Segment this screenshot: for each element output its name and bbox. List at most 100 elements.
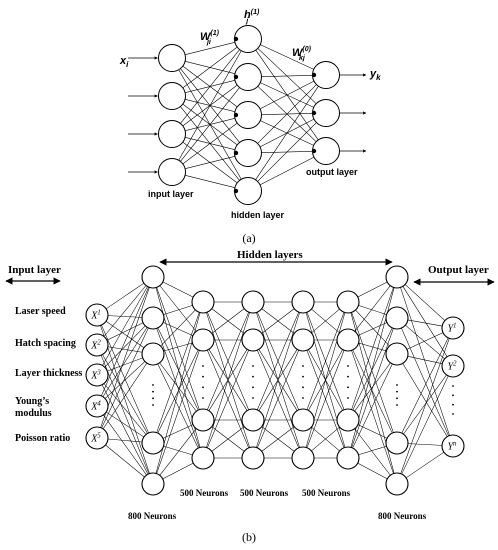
hidden-layers-heading: Hidden layers [237, 249, 303, 261]
layer-connection [400, 287, 450, 436]
layer-connection [103, 383, 147, 435]
layer-connection [354, 362, 391, 412]
layer-connection [162, 462, 194, 480]
layer-connection [156, 328, 200, 448]
output-node-label: Y2 [447, 360, 457, 373]
layer-connection [159, 285, 197, 332]
layer-connection [107, 357, 143, 372]
layer-connection [163, 305, 193, 315]
layer-connection [107, 346, 143, 353]
layer-connection [101, 324, 149, 434]
hidden-neuron [336, 408, 360, 432]
ellipsis-dot [252, 397, 254, 399]
ellipsis-dot [347, 386, 349, 389]
connection-input-hidden [185, 174, 235, 189]
junction-dot [233, 74, 239, 80]
ellipsis-dot [396, 397, 398, 400]
output-node-label: Y1 [447, 322, 456, 335]
neurons-label-first-800: 800 Neurons [128, 511, 177, 521]
layer-connection [105, 444, 145, 478]
layer-connection [351, 328, 394, 448]
layer-connection [351, 312, 394, 433]
output-neuron [312, 137, 340, 165]
hidden-neuron [336, 446, 360, 470]
input-neuron [158, 82, 186, 110]
input-node [85, 426, 109, 450]
connection-hidden-output [261, 75, 313, 77]
junction-dot [311, 148, 317, 154]
ellipsis-dot [396, 384, 398, 386]
layer-connection [404, 284, 446, 321]
panel-b-connections [100, 281, 450, 480]
layer-connection [211, 308, 245, 334]
connection-input-hidden [185, 41, 235, 56]
ellipsis-dot [347, 375, 349, 378]
input-layer-heading: Input layer [8, 264, 61, 276]
layer-connection [261, 308, 295, 334]
output-node-label: Yn [447, 440, 457, 453]
ellipsis-dot [302, 397, 304, 399]
layer-connection [306, 312, 345, 410]
connection-hidden-output [255, 86, 319, 180]
input-neuron [158, 44, 186, 72]
hidden-neuron [241, 408, 265, 432]
input-node-label: X4 [90, 400, 101, 413]
hidden-neuron [385, 431, 409, 455]
layer-connection [211, 426, 245, 452]
layer-connection [105, 282, 145, 310]
layer-connection [311, 426, 340, 452]
layer-connection [156, 287, 200, 410]
hidden-neuron [241, 328, 265, 352]
ellipsis-dot [252, 365, 254, 367]
ellipsis-dot [452, 403, 454, 406]
layer-connection [401, 327, 449, 437]
hidden-neuron [191, 290, 215, 314]
feature-laser-speed: Laser speed [15, 306, 66, 317]
ellipsis-dot [347, 365, 349, 367]
connection-input-hidden [178, 50, 242, 161]
ellipsis-dot [202, 386, 204, 389]
layer-connection [354, 428, 391, 476]
hidden-neuron [241, 446, 265, 470]
layer-connection [163, 342, 193, 352]
feature-poisson-ratio: Poisson ratio [15, 433, 70, 444]
layer-connection [357, 281, 388, 298]
connection-input-hidden [180, 49, 240, 124]
layer-connection [261, 426, 295, 452]
hidden-neuron [191, 408, 215, 432]
junction-dot [233, 112, 239, 118]
input-node-label: X1 [90, 309, 101, 322]
layer-connection [354, 285, 391, 332]
layer-connection [102, 354, 148, 434]
input-node-label: X3 [90, 369, 101, 382]
ellipsis-dot [152, 404, 154, 406]
connection-hidden-output [260, 44, 314, 70]
input-node [85, 303, 109, 327]
feature-youngs-modulus-line2: modulus [15, 408, 52, 419]
connection-input-hidden [185, 155, 235, 170]
hidden-neuron [141, 472, 165, 496]
panel-a-caption: (a) [242, 231, 255, 245]
hidden-neuron [191, 328, 215, 352]
ellipsis-dot [452, 413, 454, 415]
junction-dot [311, 72, 317, 78]
neurons-label-500-c: 500 Neurons [302, 488, 351, 498]
connection-input-hidden [182, 122, 238, 165]
layer-connection [162, 281, 194, 298]
layer-connection [102, 363, 148, 429]
junction-dot [233, 188, 239, 194]
hidden-neuron [291, 290, 315, 314]
hidden-neuron [291, 328, 315, 352]
neurons-label-500-a: 500 Neurons [180, 488, 229, 498]
junction-dot [311, 110, 317, 116]
hidden-neuron [385, 342, 409, 366]
output-layer-label: output layer [306, 167, 358, 177]
layer-connection [401, 337, 449, 434]
hidden-neuron [385, 265, 409, 289]
output-variable-label: yk [369, 68, 381, 82]
layer-connection [156, 312, 200, 433]
layer-connection [357, 322, 388, 336]
feature-hatch-spacing: Hatch spacing [15, 338, 76, 349]
layer-connection [407, 356, 443, 364]
